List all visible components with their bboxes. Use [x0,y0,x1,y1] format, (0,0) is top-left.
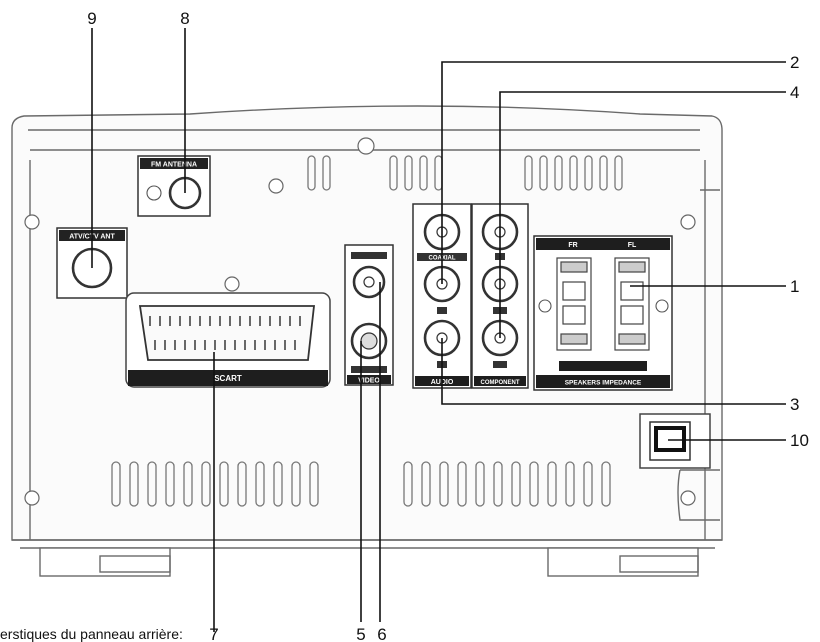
fm-antenna-block: FM ANTENNA [137,155,211,217]
power-switch [639,413,711,469]
callout-8: 8 [180,9,189,28]
screw-icon [24,490,40,506]
leader-lines [91,28,786,632]
scart-pins [149,316,301,350]
speaker-fl-label: FL [628,242,637,249]
screw-icon [146,185,162,201]
screw-icon [24,214,40,230]
callout-10: 10 [790,431,809,450]
video-label: VIDEO [358,378,380,385]
caption-text: erstiques du panneau arrière: [0,626,183,642]
video-block: VIDEO [344,244,394,386]
callout-5: 5 [356,625,365,642]
screws [24,137,696,506]
fm-antenna-label: FM ANTENNA [151,162,197,169]
callout-6: 6 [377,625,386,642]
screw-icon [224,276,240,292]
speaker-fr-label: FR [568,242,577,249]
screw-icon [357,137,375,155]
vent-slots-top [307,155,623,191]
scart-label: SCART [214,374,242,383]
screw-icon [680,490,696,506]
speaker-terminal-fl [614,257,650,351]
speaker-terminal-fr [556,257,592,351]
callout-2: 2 [790,53,799,72]
screw-icon [538,299,552,313]
vent-slots-bottom [111,461,611,507]
speakers-block: FR FL SPEAKERS IMPEDANCE [533,235,673,391]
callout-7: 7 [209,625,218,642]
callout-numbers: 1 2 3 4 5 6 7 8 9 10 [87,9,809,642]
callout-9: 9 [87,9,96,28]
scart-block: SCART [125,292,331,388]
callout-3: 3 [790,395,799,414]
callout-1: 1 [790,277,799,296]
callout-4: 4 [790,83,799,102]
screw-icon [680,214,696,230]
speakers-impedance-label: SPEAKERS IMPEDANCE [565,380,642,387]
screw-icon [268,178,284,194]
component-label: COMPONENT [481,380,520,386]
screw-icon [655,299,669,313]
